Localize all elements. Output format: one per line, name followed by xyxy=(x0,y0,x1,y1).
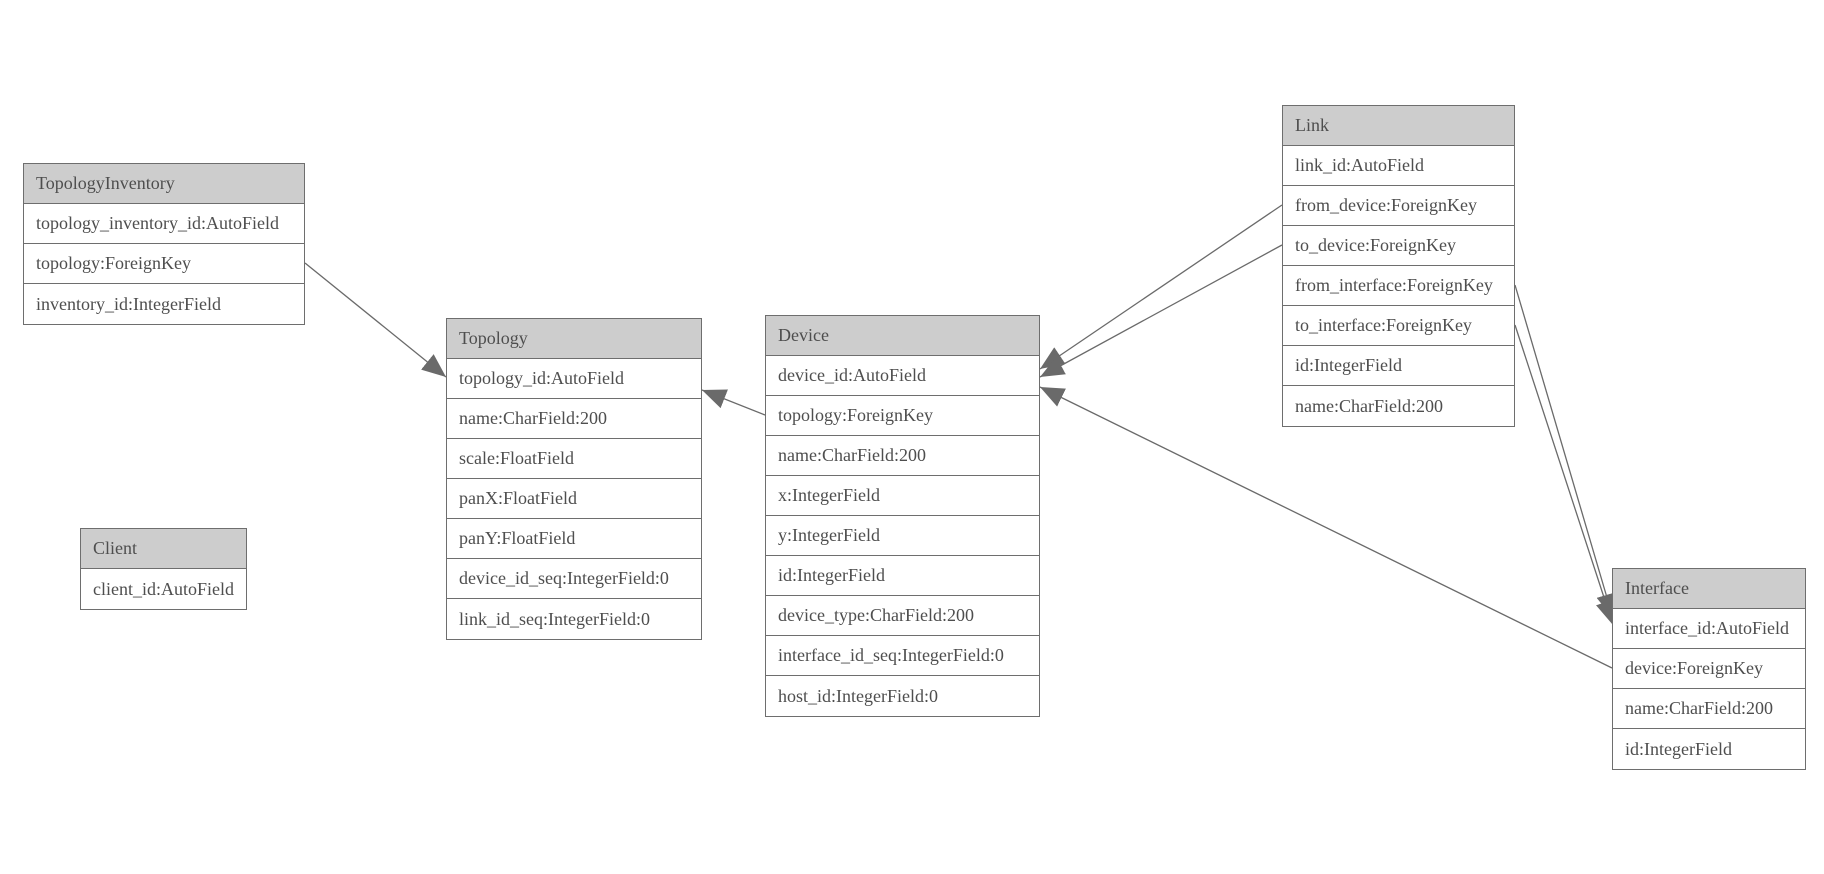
field-row-from_device: from_device:ForeignKey xyxy=(1283,186,1514,226)
edge-link-frominterface-interface xyxy=(1514,284,1616,619)
field-row-panX: panX:FloatField xyxy=(447,479,701,519)
edge-link-todevice-device xyxy=(1039,244,1283,378)
edge-link-fromdevice-device xyxy=(1039,204,1283,370)
field-row-name: name:CharField:200 xyxy=(1613,689,1805,729)
field-row-from_interface: from_interface:ForeignKey xyxy=(1283,266,1514,306)
field-row-name: name:CharField:200 xyxy=(447,399,701,439)
field-row-interface_id_seq: interface_id_seq:IntegerField:0 xyxy=(766,636,1039,676)
table-title-link: Link xyxy=(1283,106,1514,146)
field-row-host_id: host_id:IntegerField:0 xyxy=(766,676,1039,716)
field-row-device_id_seq: device_id_seq:IntegerField:0 xyxy=(447,559,701,599)
table-title-topology-inventory: TopologyInventory xyxy=(24,164,304,204)
field-row-device: device:ForeignKey xyxy=(1613,649,1805,689)
field-row-id: id:IntegerField xyxy=(1283,346,1514,386)
field-row-topology_id: topology_id:AutoField xyxy=(447,359,701,399)
field-row-to_device: to_device:ForeignKey xyxy=(1283,226,1514,266)
field-row-name: name:CharField:200 xyxy=(766,436,1039,476)
field-row-interface_id: interface_id:AutoField xyxy=(1613,609,1805,649)
field-row-y: y:IntegerField xyxy=(766,516,1039,556)
field-row-link_id_seq: link_id_seq:IntegerField:0 xyxy=(447,599,701,639)
table-title-device: Device xyxy=(766,316,1039,356)
table-title-client: Client xyxy=(81,529,246,569)
edge-interface-device-device xyxy=(1039,386,1613,669)
field-row-topology_inventory_id: topology_inventory_id:AutoField xyxy=(24,204,304,244)
field-row-name: name:CharField:200 xyxy=(1283,386,1514,426)
field-row-device_id: device_id:AutoField xyxy=(766,356,1039,396)
field-row-scale: scale:FloatField xyxy=(447,439,701,479)
edge-device-topology xyxy=(701,389,766,416)
table-title-topology: Topology xyxy=(447,319,701,359)
field-row-id: id:IntegerField xyxy=(1613,729,1805,769)
field-row-panY: panY:FloatField xyxy=(447,519,701,559)
field-row-topology: topology:ForeignKey xyxy=(766,396,1039,436)
field-row-x: x:IntegerField xyxy=(766,476,1039,516)
field-row-device_type: device_type:CharField:200 xyxy=(766,596,1039,636)
field-row-to_interface: to_interface:ForeignKey xyxy=(1283,306,1514,346)
field-row-topology: topology:ForeignKey xyxy=(24,244,304,284)
edge-topologyinventory-topology xyxy=(304,262,447,378)
field-row-id: id:IntegerField xyxy=(766,556,1039,596)
table-title-interface: Interface xyxy=(1613,569,1805,609)
field-row-link_id: link_id:AutoField xyxy=(1283,146,1514,186)
field-row-client_id: client_id:AutoField xyxy=(81,569,246,609)
edge-link-tointerface-interface xyxy=(1514,324,1616,626)
field-row-inventory_id: inventory_id:IntegerField xyxy=(24,284,304,324)
